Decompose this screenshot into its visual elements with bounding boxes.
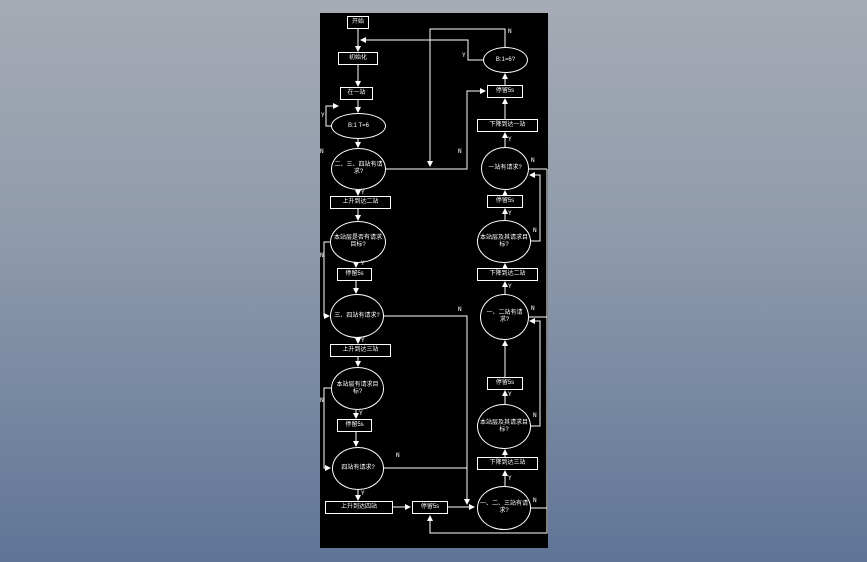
- node-at-station-1: 在一站: [340, 87, 373, 100]
- edge-timereq-yes: [360, 37, 483, 61]
- branch-label-timer-loop: Y: [321, 112, 325, 119]
- branch-label-req12-no: N: [531, 305, 535, 312]
- node-req-2-3-4: 二、三、四站有请求?: [331, 148, 386, 190]
- edge-targeta-skip: [323, 241, 330, 319]
- branch-label-req123-no: N: [533, 497, 537, 504]
- node-target-here-a: 本站层是否有请求目标?: [330, 221, 386, 263]
- branch-label-req234-no: N: [458, 148, 462, 155]
- branch-label-req123-yes: Y: [508, 475, 512, 482]
- node-req-4: 四站有请求?: [332, 447, 384, 490]
- node-up-to-3: 上升到达三站: [330, 344, 391, 357]
- node-timer-eq-6: B:1=6?: [483, 47, 528, 73]
- branch-label-targeta-no: N: [320, 252, 324, 259]
- node-stay-5s-r1: 停留5s: [487, 85, 523, 98]
- node-timer-check: B:1 T=6: [331, 113, 386, 139]
- node-down-to-1: 下降到达一站: [477, 119, 538, 132]
- branch-label-targetr2-no: N: [533, 412, 537, 419]
- node-target-here-r1: 本站层及其请求目标?: [477, 220, 531, 263]
- branch-label-targetb-yes: Y: [359, 410, 363, 417]
- branch-label-targetb-no: N: [320, 397, 324, 404]
- branch-label-targetr2-yes: Y: [508, 391, 512, 398]
- node-req-1: 一站有请求?: [481, 147, 529, 190]
- branch-label-req34-yes: Y: [361, 337, 365, 344]
- branch-label-req4-yes: Y: [361, 490, 365, 497]
- branch-label-timereq-yes: Y: [462, 52, 466, 59]
- edge-req234-no: [386, 88, 486, 170]
- branch-label-targetr1-no: N: [533, 227, 537, 234]
- flowchart-connectors: [323, 28, 548, 534]
- edge-right-return-rail: [427, 169, 548, 534]
- node-down-to-3: 下降到达三站: [477, 457, 538, 470]
- edge-targetr1-skip: [529, 172, 541, 242]
- branch-label-timereq-no: N: [508, 28, 512, 35]
- node-down-to-2: 下降到达二站: [477, 268, 538, 281]
- node-req-1-2-3: 一、二、三站有请求?: [477, 486, 531, 530]
- branch-label-req1-no: N: [531, 157, 535, 164]
- node-up-to-4: 上升到达四站: [325, 501, 393, 514]
- branch-label-req1-yes: Y: [508, 136, 512, 143]
- edge-timer-loop-back: [325, 103, 339, 127]
- node-stay-5s-r2: 停留5s: [487, 195, 523, 208]
- node-up-to-2: 上升到达二站: [330, 196, 391, 209]
- edge-req34-no: [384, 315, 470, 505]
- node-target-here-r2: 本站层及其请求目标?: [477, 404, 531, 449]
- branch-label-req4-no: N: [396, 452, 400, 459]
- node-target-here-b: 本站层有请求目标?: [331, 367, 384, 410]
- edge-targetb-skip: [323, 387, 331, 471]
- node-req-3-4: 三、四站有请求?: [330, 294, 384, 338]
- branch-label-targeta-yes: Y: [361, 260, 365, 267]
- branch-label-req234-yes: Y: [361, 189, 365, 196]
- branch-label-targetr1-yes: Y: [508, 210, 512, 217]
- node-req-1-2: 一、二站有请求?: [480, 294, 529, 340]
- edge-timereq-no: [427, 28, 506, 167]
- node-stay-5s-mid: 停留5s: [412, 501, 448, 514]
- edge-targetr2-skip: [529, 318, 541, 427]
- node-start: 开始: [347, 16, 369, 29]
- branch-label-req12-yes: Y: [508, 283, 512, 290]
- node-stay-5s-r3: 停留5s: [487, 377, 523, 390]
- cad-flowchart-canvas: 开始 初始化 在一站 B:1 T=6 二、三、四站有请求? 上升到达二站 本站层…: [320, 13, 548, 548]
- node-stay-5s-l1: 停留5s: [337, 268, 372, 281]
- branch-label-req34-no: N: [458, 306, 462, 313]
- node-init: 初始化: [338, 52, 378, 65]
- node-stay-5s-l2: 停留5s: [337, 419, 372, 432]
- branch-label-timer-down: N: [320, 148, 324, 155]
